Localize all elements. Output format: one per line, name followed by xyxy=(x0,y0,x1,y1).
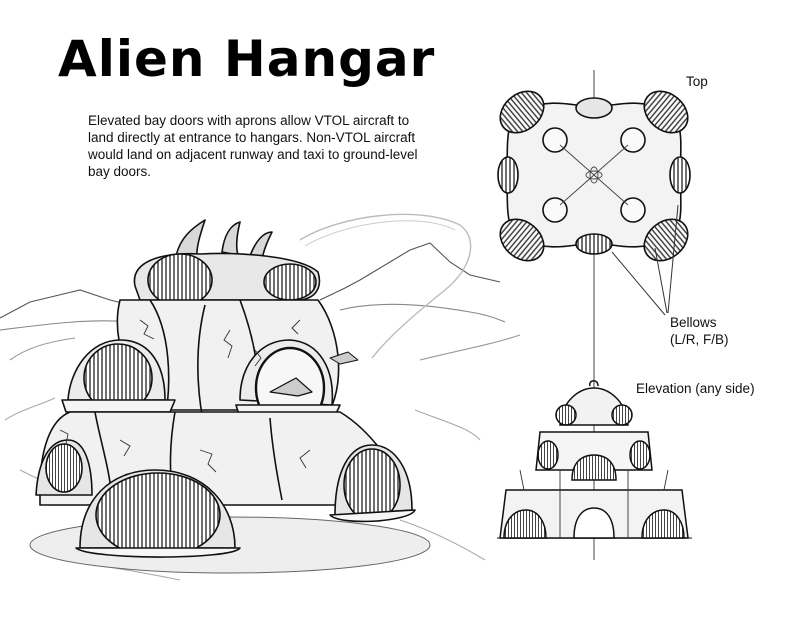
background-terrain xyxy=(0,213,521,581)
top-view-drawing xyxy=(497,70,691,560)
description-text: Elevated bay doors with aprons allow VTO… xyxy=(88,113,418,179)
bellows-label-line1: Bellows xyxy=(670,315,717,330)
page-title: Alien Hangar xyxy=(58,30,436,88)
top-view-label: Top xyxy=(686,74,708,89)
bellows-label-line2: (L/R, F/B) xyxy=(670,332,729,347)
elevation-view-label: Elevation (any side) xyxy=(636,381,755,396)
bellows-label: Bellows (L/R, F/B) xyxy=(670,314,729,348)
elevation-view-drawing xyxy=(497,380,692,539)
hangar-main-drawing xyxy=(29,219,431,574)
